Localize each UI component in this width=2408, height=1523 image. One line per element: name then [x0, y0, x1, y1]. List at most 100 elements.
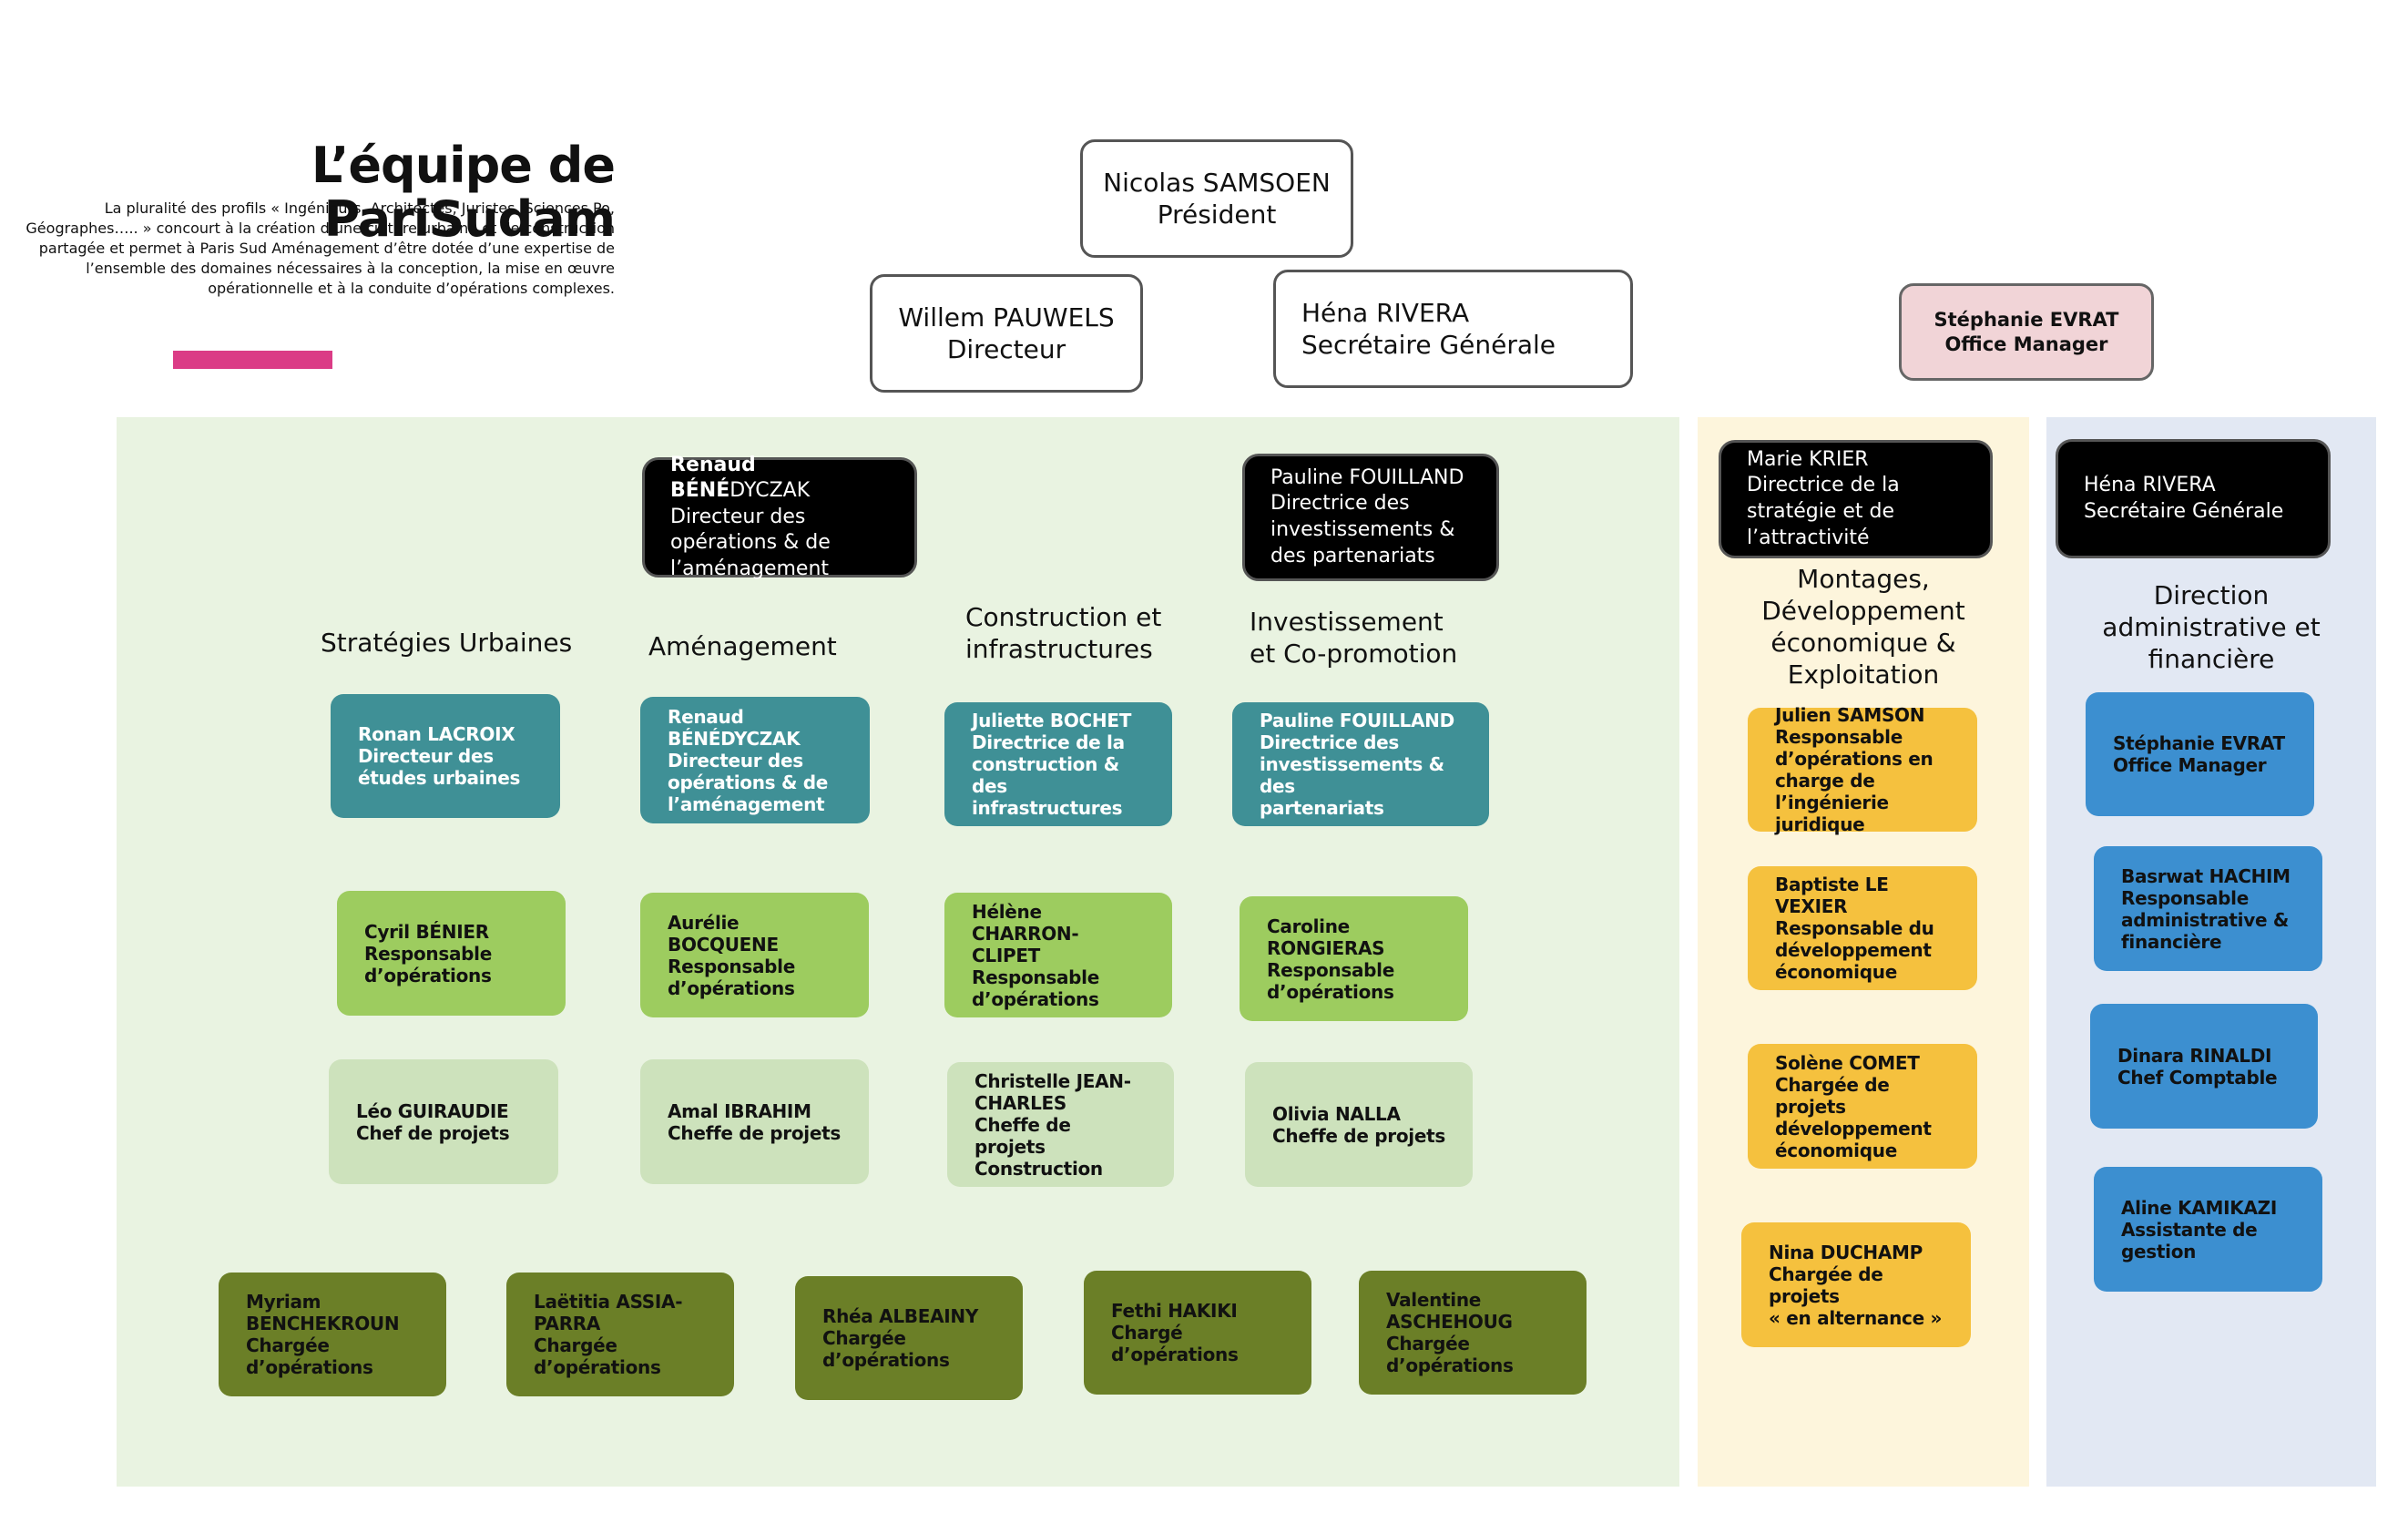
member-card-line: Responsable: [668, 955, 796, 977]
member-card-line: Valentine: [1386, 1289, 1482, 1311]
heading-line: Stratégies Urbaines: [321, 628, 573, 658]
member-card-line: d’opérations en: [1775, 748, 1934, 770]
heading-investissement: Investissement et Co-promotion: [1250, 606, 1505, 670]
member-card-line: études urbaines: [358, 767, 521, 789]
lead-name-part: DYCZAK: [730, 479, 811, 503]
member-card-line: infrastructures: [972, 797, 1123, 819]
lead-line: Marie KRIER: [1747, 447, 1869, 471]
lead-operations: Renaud BÉNÉDYCZAK Directeur des opératio…: [642, 454, 917, 580]
member-card-line: BENCHEKROUN: [246, 1313, 400, 1334]
intro-line: La pluralité des profils « Ingénieurs, A…: [104, 199, 615, 217]
member-card-line: d’opérations: [668, 976, 795, 999]
office-role: Office Manager: [1944, 332, 2108, 355]
lead-line: stratégie et de: [1747, 500, 1895, 523]
member-card-line: Christelle JEAN-: [974, 1069, 1131, 1092]
intro-line: Géographes….. » concourt à la création d…: [26, 220, 615, 238]
member-card-line: Directeur des: [358, 745, 494, 767]
member-card-line: CLIPET: [972, 944, 1041, 966]
lead-operations-role: l’aménagement: [670, 557, 830, 580]
member-card-line: Responsable: [364, 942, 493, 965]
intro-text: La pluralité des profils « Ingénieurs, A…: [18, 199, 615, 299]
lead-line: Secrétaire Générale: [2084, 499, 2284, 523]
member-card-line: Construction: [974, 1157, 1103, 1180]
president-box: Nicolas SAMSOEN Président: [1080, 139, 1353, 258]
member-card-line: opérations & de: [668, 771, 829, 793]
member-card-line: Aurélie BOCQUENE: [668, 911, 779, 956]
member-card-line: d’opérations: [534, 1356, 661, 1378]
member-card-line: Rhéa ALBEAINY: [822, 1305, 979, 1327]
member-card-line: Chargée de projets: [1775, 1073, 1890, 1118]
member-card-line: Chargée: [1386, 1333, 1470, 1354]
member-card-line: investissements & des: [1260, 753, 1444, 797]
member-card-line: ASCHEHOUG: [1386, 1311, 1513, 1333]
directeur-name: Willem PAUWELS: [898, 302, 1115, 332]
member-card-line: partenariats: [1260, 797, 1384, 819]
heading-montages: Montages, Développement économique & Exp…: [1698, 563, 2029, 690]
heading-line: Montages,: [1797, 564, 1930, 594]
secretaire-generale-box: Héna RIVERA Secrétaire Générale: [1273, 270, 1633, 388]
member-card-line: Léo GUIRAUDIE: [356, 1099, 509, 1122]
member-card-line: Dinara RINALDI: [2117, 1044, 2272, 1067]
member-card-line: d’opérations: [1386, 1354, 1514, 1376]
lead-operations-role: Directeur des: [670, 505, 806, 528]
heading-line: et Co-promotion: [1250, 639, 1458, 669]
member-card-line: Julien SAMSON: [1775, 704, 1925, 726]
intro-line: l’ensemble des domaines nécessaires à la…: [86, 260, 615, 278]
intro-line: opérationnelle et à la conduite d’opérat…: [208, 280, 615, 298]
member-card-line: « en alternance »: [1769, 1306, 1943, 1329]
office-manager-box: Stéphanie EVRAT Office Manager: [1899, 283, 2154, 381]
member-card-line: économique: [1775, 961, 1897, 983]
member-card-line: l’aménagement: [668, 792, 825, 815]
lead-operations-name: Renaud BÉNÉDYCZAK: [670, 453, 889, 505]
heading-line: économique &: [1770, 628, 1956, 658]
heading-line: Construction et: [965, 602, 1162, 632]
member-card-line: financière: [2121, 930, 2222, 953]
member-card-line: Office Manager: [2113, 754, 2267, 776]
lead-operations-role: opérations & de: [670, 531, 831, 555]
lead-invest-line: investissements &: [1270, 518, 1455, 541]
member-card-line: Chargé d’opérations: [1111, 1322, 1239, 1365]
heading-line: Développement: [1761, 596, 1965, 626]
member-card-line: l’ingénierie juridique: [1775, 792, 1889, 835]
member-card-line: Juliette BOCHET: [972, 710, 1132, 731]
member-card-line: Pauline FOUILLAND: [1260, 710, 1454, 731]
heading-line: infrastructures: [965, 634, 1153, 664]
lead-line: Directrice de la: [1747, 474, 1900, 497]
heading-strategies-urbaines: Stratégies Urbaines: [321, 627, 594, 659]
heading-line: Exploitation: [1787, 659, 1940, 690]
member-card-line: Hélène CHARRON-: [972, 900, 1079, 945]
member-card-line: Responsable du: [1775, 917, 1934, 939]
lead-strategie-attractivite: Marie KRIER Directrice de la stratégie e…: [1719, 440, 1993, 558]
member-card-line: Responsable: [1775, 726, 1903, 748]
heading-line: administrative et: [2102, 612, 2321, 642]
directeur-box: Willem PAUWELS Directeur: [870, 274, 1143, 393]
lead-name-part: Renaud BÉNÉ: [670, 453, 756, 503]
member-card-line: Aline KAMIKAZI: [2121, 1196, 2277, 1219]
intro-line: partagée et permet à Paris Sud Aménageme…: [38, 240, 615, 258]
member-card-line: d’opérations: [1267, 980, 1394, 1003]
lead-invest-line: Directrice des: [1270, 492, 1410, 516]
member-card-line: développement: [1775, 939, 1932, 961]
member-card-line: Directrice de la: [972, 731, 1125, 753]
heading-direction-administrative: Direction administrative et financière: [2046, 579, 2376, 675]
member-card-line: développement: [1775, 1117, 1932, 1140]
member-card-line: gestion: [2121, 1240, 2197, 1262]
member-card-line: Solène COMET: [1775, 1051, 1920, 1074]
heading-line: Investissement: [1250, 607, 1444, 637]
member-card-line: Renaud: [668, 705, 744, 728]
member-card-line: Chargée: [534, 1334, 617, 1356]
